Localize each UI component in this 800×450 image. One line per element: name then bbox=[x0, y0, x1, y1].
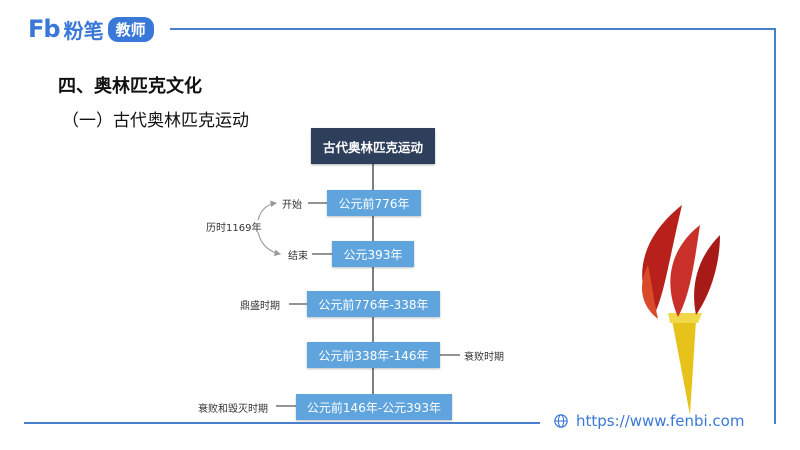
logo-mark: Fb bbox=[28, 15, 61, 43]
footer-link[interactable]: https://www.fenbi.com bbox=[554, 412, 744, 430]
globe-icon bbox=[554, 414, 568, 428]
node-end: 公元393年 bbox=[332, 241, 414, 267]
footer-url[interactable]: https://www.fenbi.com bbox=[576, 412, 745, 430]
label-span: 历时1169年 bbox=[206, 223, 262, 234]
node-fall: 公元前146年-公元393年 bbox=[296, 394, 452, 420]
root-node: 古代奥林匹克运动 bbox=[311, 128, 435, 164]
logo-tag: 教师 bbox=[107, 16, 154, 42]
node-start: 公元前776年 bbox=[327, 190, 421, 216]
brand-logo: Fb 粉笔 教师 bbox=[28, 14, 154, 44]
node-decline: 公元前338年-146年 bbox=[307, 342, 440, 368]
span-arc-bottom bbox=[257, 231, 282, 257]
label-end: 结束 bbox=[288, 251, 308, 262]
frame-right-line bbox=[774, 28, 776, 424]
label-start: 开始 bbox=[282, 200, 302, 211]
logo-name: 粉笔 bbox=[63, 18, 104, 43]
span-arc-top bbox=[257, 200, 278, 221]
label-peak: 鼎盛时期 bbox=[240, 301, 280, 312]
frame-top-line bbox=[170, 28, 776, 30]
torch-icon bbox=[642, 205, 720, 415]
label-fall: 衰败和毁灭时期 bbox=[198, 404, 268, 415]
section-heading: 四、奥林匹克文化 bbox=[58, 76, 202, 97]
section-subheading: （一）古代奥林匹克运动 bbox=[62, 111, 249, 131]
frame-bottom-line bbox=[24, 422, 540, 424]
node-peak: 公元前776年-338年 bbox=[307, 291, 440, 317]
label-decline: 衰败时期 bbox=[464, 352, 504, 363]
